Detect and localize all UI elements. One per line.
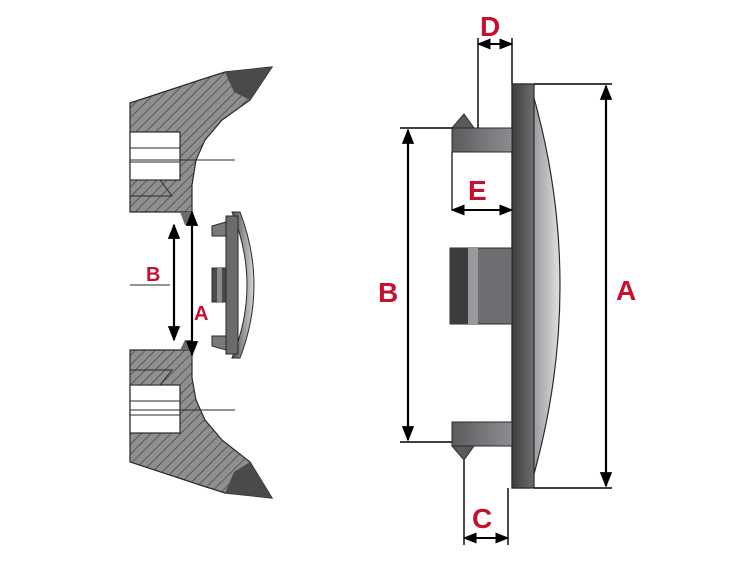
label-right-a: A [616,275,636,306]
label-right-b: B [378,277,398,308]
center-cap-profile [449,83,561,489]
small-center-cap [211,211,255,359]
clip-top [451,127,513,153]
label-left-a: A [194,303,208,325]
bolt-hole-top [129,131,181,181]
hub-bevel-top [225,67,272,100]
label-left-b: B [146,264,160,286]
label-right-d: D [480,11,500,42]
clip-bottom [451,421,513,447]
bolt-hole-bottom [129,384,181,434]
cap-rim [511,83,535,489]
hub-cross-section [129,66,274,499]
label-right-e: E [468,175,487,206]
hub-bevel-bottom [225,462,272,498]
label-right-c: C [472,503,492,534]
